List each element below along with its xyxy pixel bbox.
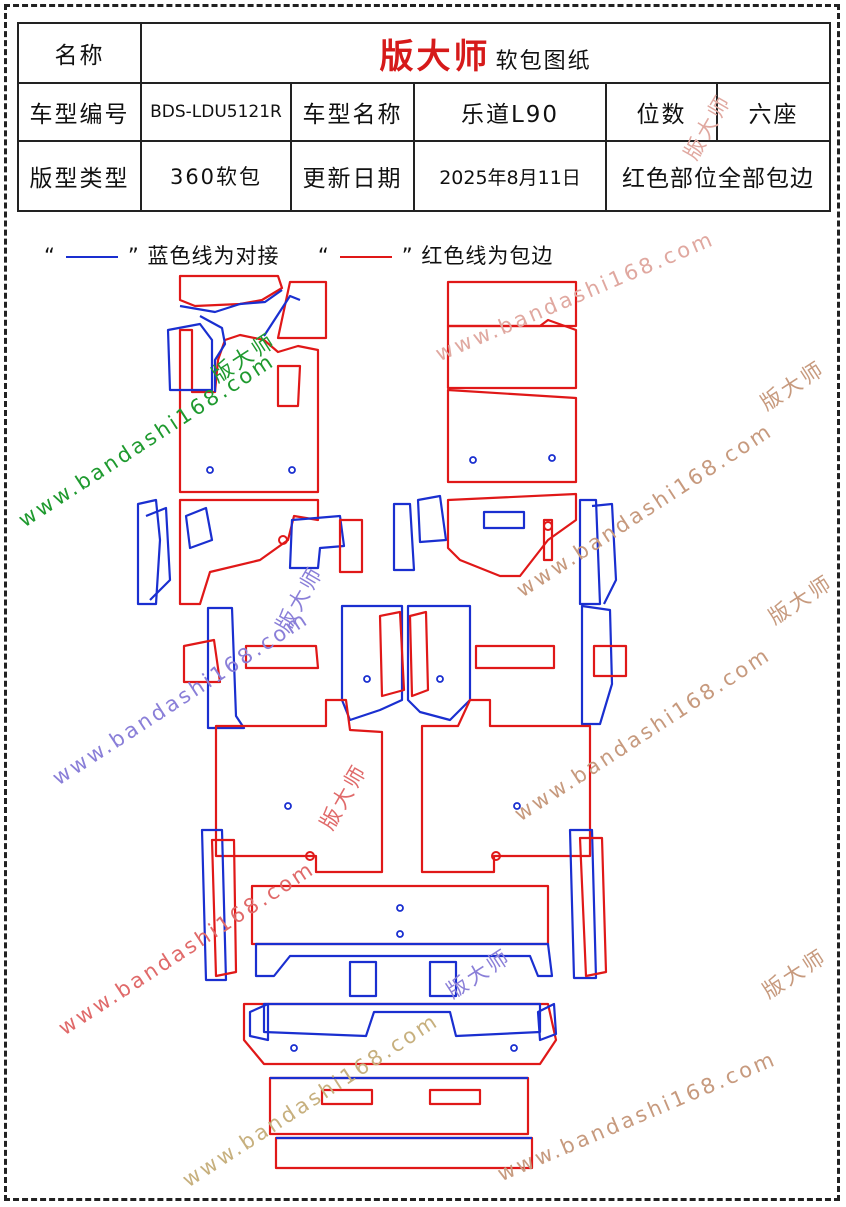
title-cell: 版大师 软包图纸: [139, 22, 832, 84]
legend: “” 蓝色线为对接 “” 红色线为包边: [44, 244, 554, 268]
front-side-strips: [136, 492, 618, 606]
rear-middle-mat: [250, 884, 554, 998]
trunk-mat: [268, 1076, 534, 1170]
update-date-label: 更新日期: [290, 140, 415, 212]
model-code-label: 车型编号: [17, 82, 142, 142]
name-label: 名称: [17, 22, 142, 84]
pattern-type-label: 版型类型: [17, 140, 142, 212]
legend-red-text: 红色线为包边: [421, 244, 554, 268]
red-line-sample: [339, 256, 392, 258]
update-date: 2025年8月11日: [413, 140, 607, 212]
edge-note: 红色部位全部包边: [604, 140, 832, 212]
seats-value: 六座: [715, 82, 832, 142]
middle-row-mats: [182, 604, 628, 874]
pattern-type: 360软包: [140, 140, 292, 212]
model-code: BDS-LDU5121R: [140, 82, 292, 142]
blue-line-sample: [65, 256, 118, 258]
dashed-border: [4, 4, 840, 1201]
legend-blue-text: 蓝色线为对接: [147, 244, 280, 268]
model-name: 乐道L90: [413, 82, 607, 142]
info-table: 名称 版大师 软包图纸 车型编号 BDS-LDU5121R 车型名称 乐道L90…: [17, 22, 832, 212]
front-right-mat: [446, 280, 578, 484]
front-left-mat: [166, 274, 328, 494]
clip-holes: [206, 454, 556, 1052]
tie-points: [278, 521, 553, 861]
brand-title: 版大师: [379, 36, 491, 77]
seats-label: 位数: [605, 82, 718, 142]
doc-type: 软包图纸: [495, 48, 592, 74]
lower-side-strips: [200, 828, 608, 982]
third-row-mat: [242, 1002, 558, 1066]
model-name-label: 车型名称: [290, 82, 415, 142]
